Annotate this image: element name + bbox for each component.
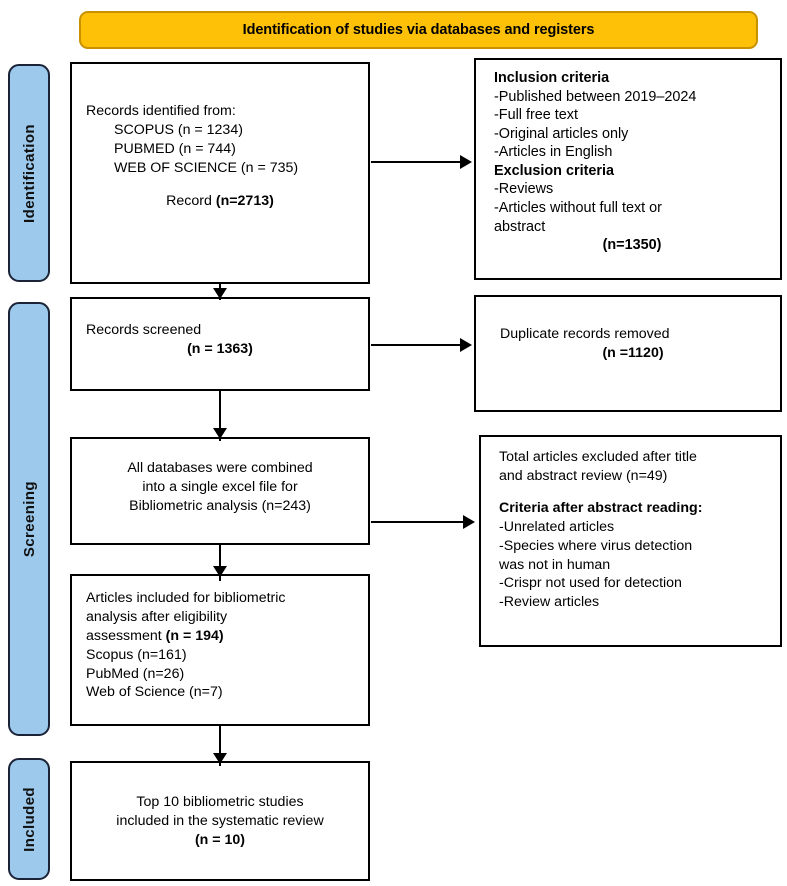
connector-screened-to-combined	[219, 391, 221, 441]
records-total-label: Record	[166, 192, 216, 209]
inclusion-criteria-heading: Inclusion criteria	[494, 70, 610, 86]
criteria-count: (n=1350)	[602, 237, 662, 254]
excluded-line-2: and abstract review (n=49)	[499, 467, 668, 484]
exclusion-criteria-heading: Exclusion criteria	[494, 162, 614, 179]
stage-band-included: Included	[8, 758, 50, 880]
stage-label-identification: Identification	[20, 123, 38, 223]
box-databases-combined: All databases were combined into a singl…	[70, 437, 370, 545]
exclusion-item-2: -Articles without full text or	[494, 200, 662, 217]
combined-line-1: All databases were combined	[127, 460, 313, 476]
banner-title: Identification of studies via databases …	[242, 22, 595, 38]
inclusion-item-4: -Articles in English	[494, 144, 613, 161]
excluded-criteria-heading: Criteria after abstract reading:	[499, 500, 703, 517]
stage-label-included: Included	[20, 786, 38, 852]
arrow-screened-to-duplicates	[460, 338, 472, 352]
box-articles-included-bibliometric: Articles included for bibliometric analy…	[70, 574, 370, 726]
included-bib-line-2: analysis after eligibility	[86, 608, 228, 625]
records-line-wos: WEB OF SCIENCE (n = 735)	[114, 159, 299, 176]
connector-included-to-top10	[219, 726, 221, 766]
box-inclusion-exclusion-criteria: Inclusion criteria -Published between 20…	[474, 58, 782, 280]
exclusion-item-1: -Reviews	[494, 181, 554, 198]
included-bib-assessment-count: (n = 194)	[165, 627, 224, 644]
top10-count: (n = 10)	[194, 831, 246, 848]
duplicates-label: Duplicate records removed	[500, 326, 670, 342]
exclusion-item-2-cont: abstract	[494, 218, 546, 235]
inclusion-item-1: -Published between 2019–2024	[494, 88, 697, 105]
arrow-combined-to-excluded	[463, 515, 475, 529]
excluded-criteria-4: -Review articles	[499, 594, 600, 611]
inclusion-item-2: -Full free text	[494, 107, 578, 124]
excluded-criteria-1: -Unrelated articles	[499, 519, 615, 536]
connector-screened-to-duplicates	[371, 344, 463, 346]
stage-band-identification: Identification	[8, 64, 50, 282]
excluded-line-1: Total articles excluded after title	[499, 449, 697, 465]
records-line-scopus: SCOPUS (n = 1234)	[114, 121, 243, 138]
stage-band-screening: Screening	[8, 302, 50, 736]
included-bib-line-1: Articles included for bibliometric	[86, 590, 286, 606]
records-spacer	[86, 178, 354, 192]
included-bib-wos: Web of Science (n=7)	[86, 684, 223, 701]
excluded-criteria-3: -Crispr not used for detection	[499, 575, 682, 592]
excluded-spacer	[499, 485, 770, 499]
included-bib-pubmed: PubMed (n=26)	[86, 665, 185, 682]
excluded-criteria-2: -Species where virus detection	[499, 537, 693, 554]
included-bib-line-3: assessment (n = 194)	[86, 627, 354, 646]
diagram-header-banner: Identification of studies via databases …	[79, 11, 758, 49]
included-bib-assessment-label: assessment	[86, 627, 166, 644]
connector-records-to-criteria	[371, 161, 463, 163]
combined-line-3: Bibliometric analysis (n=243)	[129, 497, 311, 514]
box-total-articles-excluded: Total articles excluded after title and …	[479, 435, 782, 647]
connector-combined-to-included	[219, 545, 221, 581]
records-screened-label: Records screened	[86, 322, 202, 338]
arrow-records-to-screened	[213, 288, 227, 299]
top10-line-2: included in the systematic review	[116, 812, 324, 829]
arrow-combined-to-included	[213, 566, 227, 577]
box-records-identified: Records identified from: SCOPUS (n = 123…	[70, 62, 370, 284]
arrow-screened-to-combined	[213, 428, 227, 439]
records-total-count: (n=2713)	[215, 192, 274, 209]
box-records-screened: Records screened (n = 1363)	[70, 297, 370, 391]
inclusion-item-3: -Original articles only	[494, 125, 629, 142]
records-total-line: Record (n=2713)	[86, 192, 354, 211]
connector-combined-to-excluded	[371, 521, 465, 523]
excluded-criteria-2-cont: was not in human	[499, 556, 611, 573]
combined-line-2: into a single excel file for	[142, 478, 298, 495]
records-line-1: Records identified from:	[86, 103, 236, 119]
arrow-included-to-top10	[213, 753, 227, 764]
records-line-pubmed: PUBMED (n = 744)	[114, 140, 236, 157]
top10-line-1: Top 10 bibliometric studies	[136, 794, 304, 810]
stage-label-screening: Screening	[20, 480, 38, 558]
box-top10-studies: Top 10 bibliometric studies included in …	[70, 761, 370, 881]
box-duplicate-records-removed: Duplicate records removed (n =1120)	[474, 295, 782, 412]
arrow-records-to-criteria	[460, 155, 472, 169]
records-screened-count: (n = 1363)	[187, 340, 253, 357]
duplicates-count: (n =1120)	[602, 344, 664, 361]
included-bib-scopus: Scopus (n=161)	[86, 646, 187, 663]
